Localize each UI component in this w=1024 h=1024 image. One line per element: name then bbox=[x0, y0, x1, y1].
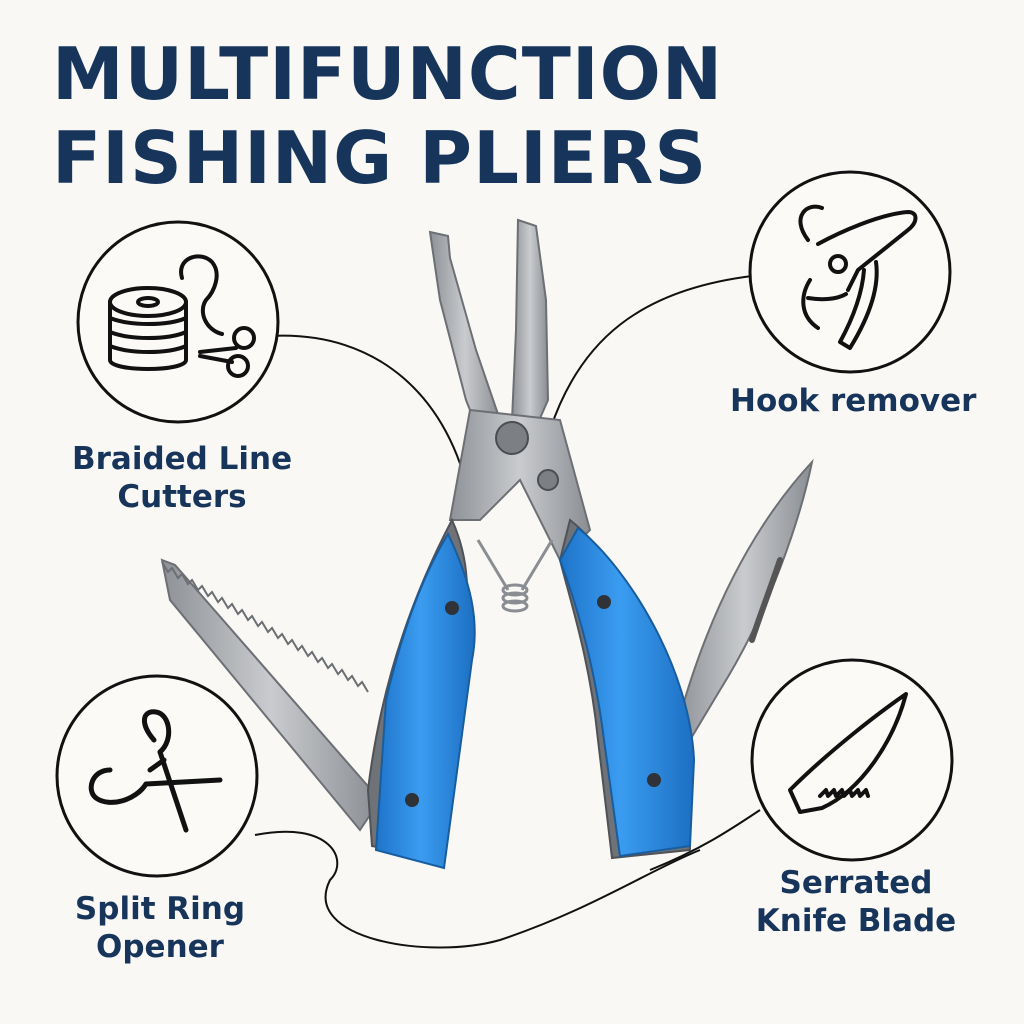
title-line-1: MULTIFUNCTION bbox=[52, 32, 724, 116]
serrated-blade-icon bbox=[788, 692, 908, 814]
serrated-knife-blade-badge bbox=[750, 658, 954, 862]
split-ring-opener-label: Split Ring Opener bbox=[60, 890, 260, 966]
connector-line-split-ring bbox=[254, 830, 701, 949]
page-title: MULTIFUNCTION FISHING PLIERS bbox=[52, 32, 723, 200]
hook-remover-badge bbox=[748, 170, 952, 374]
left-handle bbox=[366, 517, 476, 870]
hook-remover-label: Hook remover bbox=[730, 382, 977, 420]
serrated-knife-blade-label-line-1: Serrated bbox=[779, 865, 933, 901]
serrated-knife-blade-label-line-2: Knife Blade bbox=[755, 903, 957, 939]
plier-jaws bbox=[428, 218, 592, 562]
hook-remover-icon bbox=[798, 204, 918, 350]
braided-line-cutters-label-line-2: Cutters bbox=[117, 479, 247, 515]
spool-scissors-icon bbox=[108, 254, 256, 378]
split-ring-opener-label-line-1: Split Ring bbox=[74, 891, 246, 927]
spring bbox=[476, 539, 554, 613]
connector-line-braided bbox=[269, 334, 471, 501]
braided-line-cutters-label-line-1: Braided Line bbox=[72, 441, 293, 477]
connector-line-hook bbox=[549, 275, 753, 431]
scissors-icon bbox=[88, 709, 223, 833]
split-ring-opener-label-line-2: Opener bbox=[96, 929, 224, 965]
serrated-knife-blade-label: Serrated Knife Blade bbox=[746, 864, 966, 940]
connector-line-knife bbox=[649, 809, 761, 871]
braided-line-cutters-badge bbox=[76, 220, 280, 424]
hook-remover-label-line-1: Hook remover bbox=[730, 383, 977, 419]
split-ring-opener-badge bbox=[55, 674, 259, 878]
braided-line-cutters-label: Braided Line Cutters bbox=[72, 440, 292, 516]
right-handle bbox=[558, 518, 696, 860]
title-line-2: FISHING PLIERS bbox=[52, 116, 708, 200]
